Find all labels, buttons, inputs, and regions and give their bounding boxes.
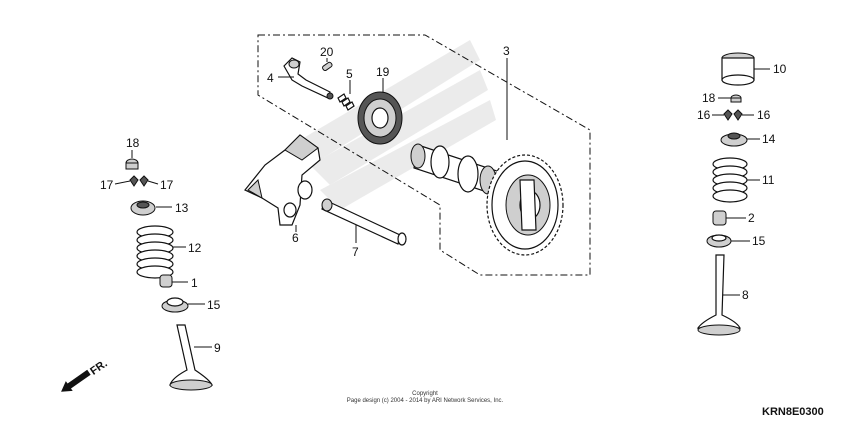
rocker-shaft-part bbox=[321, 198, 407, 246]
callout-2: 2 bbox=[748, 211, 755, 225]
callout-14: 14 bbox=[762, 132, 776, 146]
callout-1: 1 bbox=[191, 276, 198, 290]
callout-6: 6 bbox=[292, 231, 299, 245]
camshaft-part bbox=[410, 143, 564, 256]
right-valve-stack bbox=[696, 52, 755, 336]
callout-4: 4 bbox=[267, 71, 274, 85]
callout-5: 5 bbox=[346, 67, 353, 81]
callout-10: 10 bbox=[773, 62, 787, 76]
callout-17-left-a: 17 bbox=[100, 178, 114, 192]
callout-15-right: 15 bbox=[752, 234, 766, 248]
front-direction-indicator: FR. bbox=[61, 358, 110, 392]
callout-18-left: 18 bbox=[126, 136, 140, 150]
assembly-outline bbox=[257, 34, 591, 276]
callout-18-right: 18 bbox=[702, 91, 716, 105]
callout-20: 20 bbox=[320, 45, 334, 59]
callout-9: 9 bbox=[214, 341, 221, 355]
callout-19: 19 bbox=[376, 65, 390, 79]
callout-7: 7 bbox=[352, 245, 359, 259]
left-valve-stack bbox=[125, 158, 213, 391]
callout-15-left: 15 bbox=[207, 298, 221, 312]
spring-part bbox=[337, 93, 355, 111]
front-label: FR. bbox=[88, 358, 109, 378]
callout-11: 11 bbox=[762, 173, 775, 187]
callout-13: 13 bbox=[175, 201, 189, 215]
callout-8: 8 bbox=[742, 288, 749, 302]
callout-3: 3 bbox=[503, 44, 510, 58]
diagram-code: KRN8E0300 bbox=[762, 406, 824, 418]
decompressor-part bbox=[283, 57, 334, 100]
callout-labels: 18 17 17 13 12 1 15 9 20 4 5 19 3 6 7 10… bbox=[100, 44, 787, 355]
callout-17-left-b: 17 bbox=[160, 178, 174, 192]
copyright-title: Copyright bbox=[412, 391, 438, 397]
bearing-part bbox=[357, 91, 403, 145]
copyright-notice: Page design (c) 2004 - 2014 by ARI Netwo… bbox=[347, 398, 504, 404]
rocker-arm-part bbox=[244, 134, 321, 226]
callout-16-right-b: 16 bbox=[757, 108, 771, 122]
callout-12: 12 bbox=[188, 241, 202, 255]
pin-part bbox=[322, 61, 333, 72]
front-arrow-icon bbox=[61, 369, 91, 392]
callout-16-right-a: 16 bbox=[697, 108, 711, 122]
